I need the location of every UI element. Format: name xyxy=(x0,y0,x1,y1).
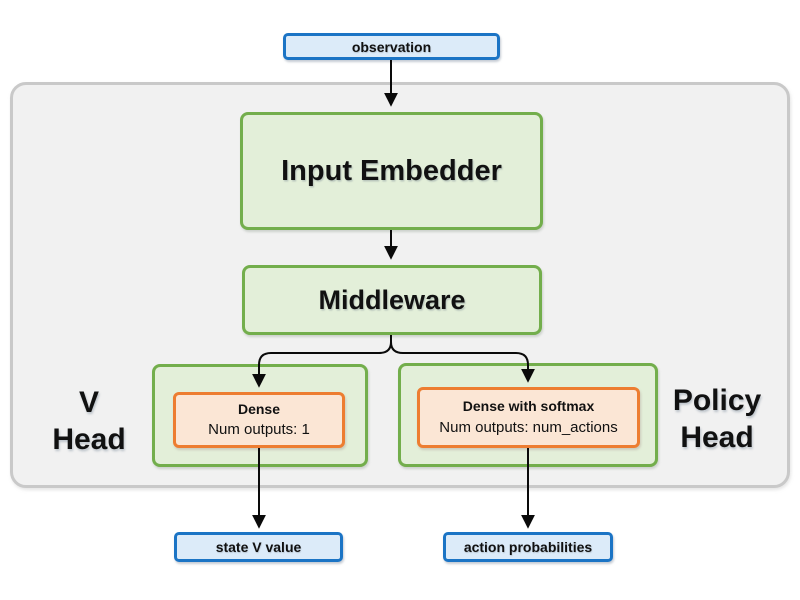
v-head-dense-title: Dense xyxy=(237,400,281,417)
policy-head-dense-title: Dense with softmax xyxy=(462,398,595,415)
node-state-v-value: state V value xyxy=(174,532,343,562)
node-v-head-dense: Dense Num outputs: 1 xyxy=(173,392,345,448)
v-head-label-line1: V xyxy=(78,386,99,419)
v-head-label: V Head xyxy=(24,384,154,458)
node-observation: observation xyxy=(283,33,500,60)
v-head-label-line2: Head xyxy=(52,423,126,456)
policy-head-dense-subtitle: Num outputs: num_actions xyxy=(439,418,618,436)
node-input-embedder: Input Embedder xyxy=(240,112,543,230)
policy-head-label-line2: Head xyxy=(680,421,754,454)
node-middleware: Middleware xyxy=(242,265,542,335)
v-head-dense-subtitle: Num outputs: 1 xyxy=(208,421,310,439)
policy-head-label: Policy Head xyxy=(652,382,782,456)
node-action-probabilities: action probabilities xyxy=(443,532,613,562)
policy-head-label-line1: Policy xyxy=(672,384,762,417)
node-policy-head-dense: Dense with softmax Num outputs: num_acti… xyxy=(417,387,640,448)
